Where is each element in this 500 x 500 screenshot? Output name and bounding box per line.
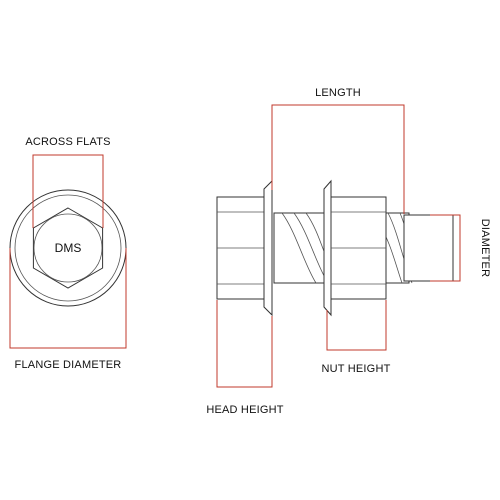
diameter-dimension: DIAMETER	[430, 214, 491, 282]
head-height-bracket	[216, 300, 273, 388]
hex-inscribed-circle	[33, 213, 103, 283]
length-label: LENGTH	[315, 87, 361, 99]
flange-diameter-dimension: FLANGE DIAMETER	[9, 248, 127, 371]
bolt-side-view	[216, 179, 454, 317]
nut-height-bracket	[326, 300, 387, 351]
head-height-label: HEAD HEIGHT	[206, 404, 283, 416]
nut-height-dimension: NUT HEIGHT	[321, 300, 390, 375]
head-end-view: DMS	[9, 189, 127, 307]
flange-inner-circle	[14, 194, 122, 302]
head-height-dimension: HEAD HEIGHT	[206, 300, 284, 416]
across-flats-dimension: ACROSS FLATS	[25, 136, 110, 228]
nut-height-label: NUT HEIGHT	[321, 363, 390, 375]
length-bracket	[271, 104, 405, 214]
across-flats-label: ACROSS FLATS	[25, 136, 110, 148]
nut-flange	[323, 179, 332, 317]
diameter-label: DIAMETER	[479, 219, 491, 277]
flange-diameter-bracket	[9, 248, 127, 349]
flange-diameter-label: FLANGE DIAMETER	[15, 359, 122, 371]
bolt-tip	[403, 214, 454, 282]
length-dimension: LENGTH	[271, 87, 405, 214]
diameter-bracket	[430, 214, 461, 282]
bolt-head-flange	[263, 179, 273, 317]
across-flats-bracket	[32, 154, 104, 228]
dms-marking: DMS	[55, 241, 82, 255]
